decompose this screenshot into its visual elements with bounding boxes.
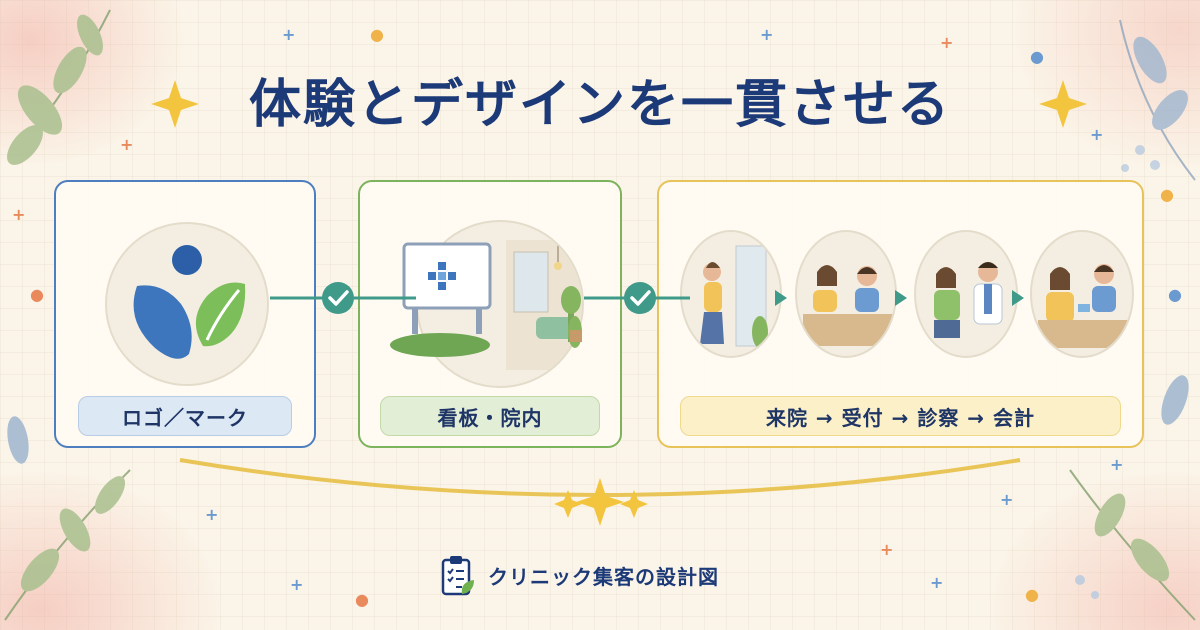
leaf-icon <box>461 580 474 594</box>
svg-text:●: ● <box>30 285 44 304</box>
step-reception-illustration <box>795 230 897 358</box>
svg-text:+: + <box>290 575 303 594</box>
step-label-journey: 来院 → 受付 → 診察 → 会計 <box>680 396 1121 436</box>
footer-text: クリニック集客の設計図 <box>488 564 719 589</box>
svg-text:+: + <box>282 25 295 44</box>
step-label-signage: 看板・院内 <box>380 396 600 436</box>
leaf-branch-bottom-right <box>1069 375 1196 621</box>
medical-cross-icon <box>428 262 456 290</box>
svg-text:●: ● <box>1025 585 1039 604</box>
sparkle-icon <box>151 80 1087 526</box>
svg-text:+: + <box>760 25 773 44</box>
step-consultation-illustration <box>914 230 1018 358</box>
leaf-branch-top-right <box>1119 19 1196 181</box>
step-arrival-illustration <box>680 230 782 358</box>
sparkle-dots: + ● + + + + + ● ● ● ● + + ● + + + ● + <box>12 25 1182 609</box>
svg-text:+: + <box>880 540 893 559</box>
step-label-logo: ロゴ／マーク <box>78 396 292 436</box>
svg-text:●: ● <box>1168 285 1182 304</box>
svg-text:+: + <box>1000 490 1013 509</box>
svg-text:+: + <box>120 135 133 154</box>
svg-text:+: + <box>1110 455 1123 474</box>
svg-text:●: ● <box>1030 47 1044 66</box>
page-title: 体験とデザインを一貫させる <box>248 75 951 135</box>
connector-logo-signage <box>270 282 416 314</box>
logo-illustration <box>105 222 269 386</box>
connector-signage-journey <box>584 282 690 314</box>
footer-brand: クリニック集客の設計図 <box>440 553 719 597</box>
leaf-branch-bottom-left <box>4 416 131 621</box>
svg-text:●: ● <box>355 590 369 609</box>
arrow-right-icon <box>775 290 1024 306</box>
clipboard-checklist-icon <box>441 556 474 596</box>
check-icon <box>630 290 651 306</box>
leaf-branch-top-left <box>7 9 111 165</box>
svg-text:+: + <box>1090 125 1103 144</box>
svg-text:●: ● <box>1160 185 1174 204</box>
svg-text:+: + <box>205 505 218 524</box>
svg-text:+: + <box>930 573 943 592</box>
clinic-logo-icon <box>133 245 246 359</box>
svg-text:+: + <box>940 33 953 52</box>
step-payment-illustration <box>1030 230 1134 358</box>
svg-text:+: + <box>12 205 25 224</box>
check-icon <box>328 290 349 306</box>
svg-text:●: ● <box>370 25 384 44</box>
